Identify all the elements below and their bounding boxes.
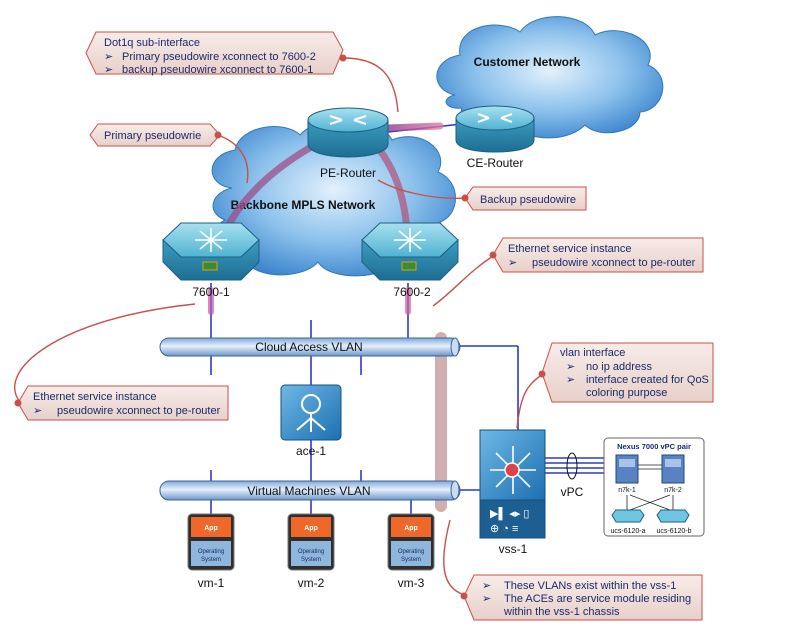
vm-3-label: vm-3: [398, 576, 425, 590]
vlan-if-item-3: coloring purpose: [586, 387, 667, 399]
ace-1-device[interactable]: [280, 384, 342, 441]
switch-star-icon: [394, 228, 426, 252]
vm-2-app-label: App: [304, 525, 318, 532]
nexus-vpc-pair-box[interactable]: [603, 437, 705, 537]
virtual-machines-vlan-label: Virtual Machines VLAN: [247, 484, 370, 498]
vpc-bundle: [566, 452, 578, 480]
vlan-if-item-2: interface created for QoS: [586, 374, 709, 386]
vss-note-item-2: The ACEs are service module residing: [504, 593, 691, 605]
router-7600-1[interactable]: [162, 222, 260, 281]
primary-pseudowire-title: Primary pseudowrie: [104, 130, 201, 142]
dot1q-item-1-bullet: ➢: [104, 51, 113, 63]
backup-pseudowire-title: Backup pseudowire: [480, 194, 576, 206]
pe-router-label: PE-Router: [320, 166, 376, 180]
vss-note-item-1: These VLANs exist within the vss-1: [504, 580, 676, 592]
ucs-a-label: ucs-6120-a: [610, 528, 645, 535]
vm-3-box[interactable]: [387, 513, 435, 571]
virtual-machines-vlan-pipe: [159, 480, 461, 501]
vss-1-chassis[interactable]: ▶▌ ◂▸ ▯ ⊕ ◔ ≡: [479, 429, 546, 539]
router-arrows-icon: [477, 113, 513, 123]
ce-router[interactable]: [455, 105, 535, 153]
vlan-interface-callout: [538, 342, 714, 403]
load-balancer-icon: [296, 394, 326, 432]
vss-note-bullet-2: ➢: [482, 593, 491, 605]
vss-1-label: vss-1: [499, 542, 528, 556]
backup-pseudowire-callout: [461, 186, 587, 211]
n7k-1-label: n7k-1: [618, 487, 636, 494]
ucs-6120-a-switch: [611, 509, 645, 523]
callout-leaders: [14, 57, 543, 596]
dot1q-item-2-bullet: ➢: [104, 64, 113, 76]
vm-3-app-label: App: [404, 525, 418, 532]
vlan-if-item-1: no ip address: [586, 361, 653, 373]
pe-router[interactable]: [307, 107, 389, 158]
n7k-1-switch: [615, 454, 639, 484]
vm-1-app-label: App: [204, 525, 218, 532]
vlan-if-bullet-2: ➢: [566, 374, 575, 386]
eth-left-title: Ethernet service instance: [33, 391, 157, 403]
dot1q-callout: [85, 31, 347, 75]
vss-chassis-bar: [435, 332, 447, 512]
vm-2-label: vm-2: [298, 576, 325, 590]
eth-left-bullet: ➢: [33, 405, 42, 417]
cloud-access-vlan-label: Cloud Access VLAN: [255, 340, 362, 354]
switch-star-icon: [195, 228, 227, 252]
eth-left-item: pseudowire xconnect to pe-router: [57, 405, 221, 417]
ce-router-label: CE-Router: [467, 156, 524, 170]
ethernet-service-left-callout: [14, 385, 229, 421]
dot1q-item-2: backup pseudowire xconnect to 7600-1: [122, 64, 313, 76]
cloud-access-vlan-pipe: [159, 337, 461, 357]
svg-text:⊕ ◔ ≡: ⊕ ◔ ≡: [490, 523, 518, 535]
vm-1-os-line1: Operating: [198, 549, 224, 555]
customer-network-label: Customer Network: [474, 55, 581, 69]
eth-right-bullet: ➢: [508, 257, 517, 269]
eth-right-item: pseudowire xconnect to pe-router: [532, 257, 696, 269]
dot1q-title: Dot1q sub-interface: [104, 37, 200, 49]
vss-note-bullet-1: ➢: [482, 580, 491, 592]
vm-1-os-line2: System: [201, 557, 221, 563]
dot1q-item-1: Primary pseudowire xconnect to 7600-2: [122, 51, 316, 63]
vss-note-callout: [460, 574, 703, 621]
vm-3-os-line2: System: [401, 557, 421, 563]
router-arrows-icon: [329, 115, 367, 125]
vm-1-box[interactable]: [187, 513, 235, 571]
nexus-title: Nexus 7000 vPC pair: [617, 442, 691, 451]
vm-2-os-line1: Operating: [298, 549, 324, 555]
ucs-6120-b-switch: [656, 509, 690, 523]
vm-2-box[interactable]: [287, 513, 335, 571]
primary-pseudowire-callout: [89, 123, 222, 147]
n7k-2-label: n7k-2: [664, 487, 682, 494]
eth-right-title: Ethernet service instance: [508, 243, 632, 255]
vlan-if-bullet: ➢: [566, 361, 575, 373]
vss-note-item-3: within the vss-1 chassis: [503, 606, 620, 618]
router-7600-2[interactable]: [361, 222, 459, 281]
router-7600-2-label: 7600-2: [393, 285, 431, 299]
vpc-label: vPC: [561, 485, 584, 499]
svg-text:▶▌ ◂▸ ▯: ▶▌ ◂▸ ▯: [490, 506, 529, 521]
n7k-2-switch: [661, 454, 685, 484]
ethernet-service-right-callout: [489, 237, 704, 273]
vm-2-os-line2: System: [301, 557, 321, 563]
vm-1-label: vm-1: [198, 576, 225, 590]
vm-3-os-line1: Operating: [398, 549, 424, 555]
backbone-mpls-label: Backbone MPLS Network: [231, 198, 376, 212]
ace-1-label: ace-1: [296, 444, 326, 458]
router-7600-1-label: 7600-1: [192, 285, 230, 299]
ucs-b-label: ucs-6120-b: [656, 528, 691, 535]
vlan-if-title: vlan interface: [560, 347, 625, 359]
